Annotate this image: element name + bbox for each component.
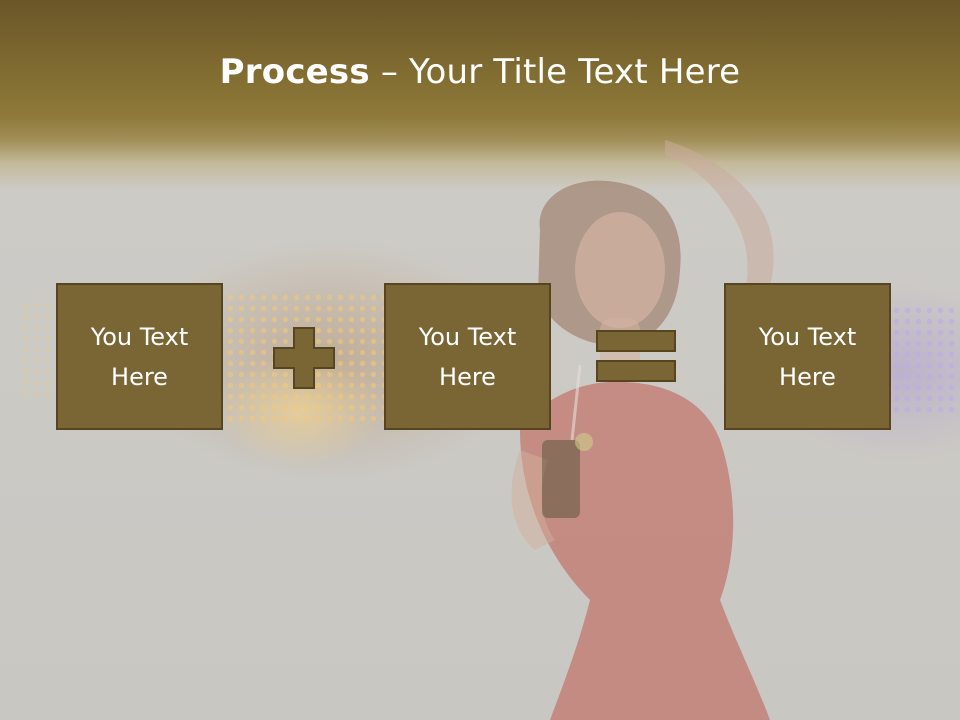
title-rest: Your Title Text Here <box>409 52 741 92</box>
process-box-1-line-2: Here <box>111 362 168 391</box>
header-band <box>0 0 960 190</box>
process-box-1-line-1: You Text <box>90 322 189 351</box>
process-box-2-line-1: You Text <box>418 322 517 351</box>
title-dash: – <box>369 52 410 92</box>
process-box-2-text: You Text Here <box>419 317 517 397</box>
process-box-3[interactable]: You Text Here <box>724 283 891 430</box>
process-box-2-line-2: Here <box>439 362 496 391</box>
plus-icon <box>273 327 335 389</box>
process-box-1[interactable]: You Text Here <box>56 283 223 430</box>
title-bold: Process <box>219 52 370 92</box>
equals-icon <box>596 330 676 382</box>
slide-title: Process – Your Title Text Here <box>0 52 960 92</box>
process-box-3-line-1: You Text <box>758 322 857 351</box>
bokeh-lights-far-left <box>20 300 60 400</box>
process-box-2[interactable]: You Text Here <box>384 283 551 430</box>
bokeh-lights-right <box>880 305 960 415</box>
process-box-1-text: You Text Here <box>91 317 189 397</box>
process-box-3-line-2: Here <box>779 362 836 391</box>
process-box-3-text: You Text Here <box>759 317 857 397</box>
